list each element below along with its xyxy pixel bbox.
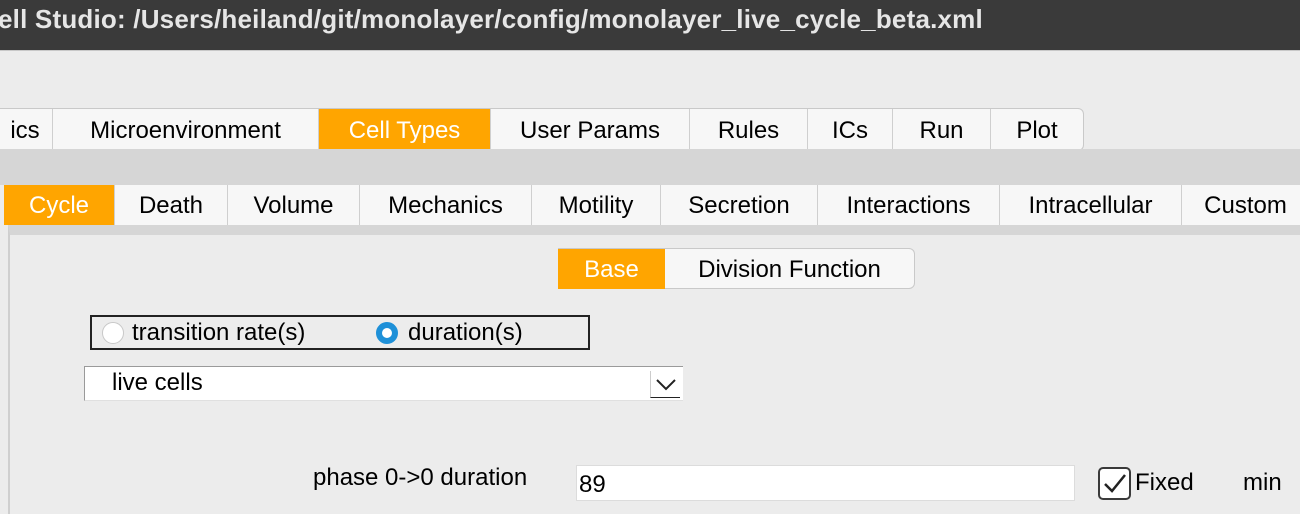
tab-mechanics[interactable]: Mechanics [360, 185, 532, 225]
cycle-mode-segment: Base Division Function [558, 248, 915, 289]
title-divider [0, 50, 1300, 51]
tab-intracellular[interactable]: Intracellular [1000, 185, 1182, 225]
tab-microenvironment[interactable]: Microenvironment [53, 109, 319, 150]
base-segment-button[interactable]: Base [558, 249, 665, 289]
title-bar: ell Studio: /Users/heiland/git/monolayer… [0, 0, 1300, 50]
tab-rules[interactable]: Rules [690, 109, 808, 150]
tab-interactions[interactable]: Interactions [818, 185, 1000, 225]
tab-secretion[interactable]: Secretion [661, 185, 818, 225]
tab-cell-types[interactable]: Cell Types [319, 109, 491, 150]
division-function-segment-button[interactable]: Division Function [698, 256, 881, 283]
tab-band [0, 149, 1300, 185]
cycle-model-select[interactable]: live cells [84, 366, 683, 401]
tab-config-basics[interactable]: ics [0, 109, 53, 150]
duration-radio[interactable] [376, 322, 398, 344]
phase-duration-label: phase 0->0 duration [313, 464, 528, 491]
sub-tab-bar: Cycle Death Volume Mechanics Motility Se… [4, 185, 1300, 225]
main-tab-bar: ics Microenvironment Cell Types User Par… [0, 108, 1084, 151]
cycle-model-value: live cells [112, 369, 203, 396]
tab-custom[interactable]: Custom [1204, 192, 1287, 219]
chevron-down-icon[interactable] [650, 371, 680, 398]
duration-unit-label: min [1243, 469, 1282, 496]
tab-volume[interactable]: Volume [228, 185, 360, 225]
tab-ics[interactable]: ICs [808, 109, 893, 150]
fixed-label: Fixed [1135, 469, 1194, 496]
fixed-checkbox[interactable] [1098, 467, 1131, 500]
window-title: ell Studio: /Users/heiland/git/monolayer… [0, 4, 983, 34]
tab-run[interactable]: Run [893, 109, 991, 150]
tab-death[interactable]: Death [115, 185, 228, 225]
checkmark-icon [1104, 474, 1126, 493]
tab-motility[interactable]: Motility [532, 185, 661, 225]
tab-plot[interactable]: Plot [1016, 117, 1058, 144]
tab-cycle[interactable]: Cycle [4, 185, 115, 225]
transition-rate-label: transition rate(s) [132, 319, 306, 346]
transition-rate-radio[interactable] [102, 322, 124, 344]
duration-label: duration(s) [408, 319, 523, 346]
phase-duration-input[interactable] [576, 465, 1075, 501]
tab-user-params[interactable]: User Params [491, 109, 690, 150]
rate-duration-radio-group: transition rate(s) duration(s) [90, 315, 590, 350]
